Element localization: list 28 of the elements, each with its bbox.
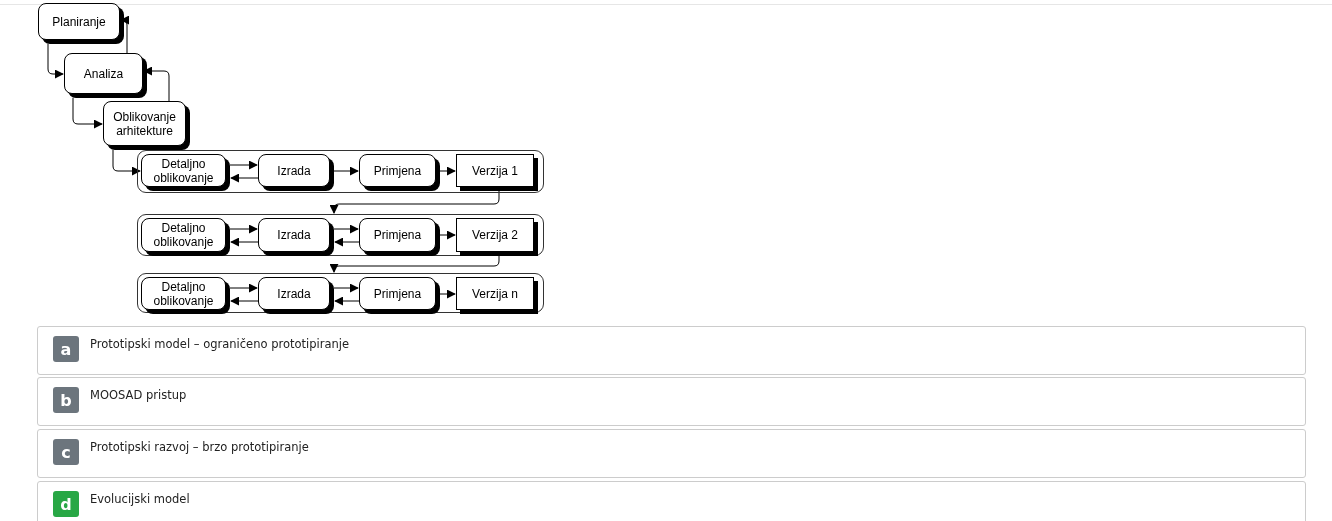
option-letter-badge: a	[53, 336, 79, 362]
arrow	[329, 255, 500, 273]
option-text: Prototipski model – ograničeno prototipiranje	[90, 337, 350, 351]
arrow	[333, 166, 359, 176]
arrow	[333, 224, 359, 234]
iteration-frame	[137, 214, 544, 256]
arrow	[230, 296, 259, 306]
option-letter-badge: c	[53, 439, 79, 465]
iteration-frame	[137, 273, 544, 313]
arrow	[229, 283, 258, 293]
arrow	[229, 160, 258, 170]
option-text: MOOSAD pristup	[90, 388, 187, 402]
arrow	[112, 149, 141, 176]
option-text: Evolucijski model	[90, 492, 190, 506]
arrow	[47, 43, 64, 79]
arrow	[439, 230, 456, 240]
arrow	[334, 296, 360, 306]
arrow	[439, 166, 456, 176]
arrow	[439, 289, 456, 299]
arrow	[229, 224, 258, 234]
arrow	[72, 97, 103, 129]
option-letter-badge: d	[53, 491, 79, 517]
option-text: Prototipski razvoj – brzo prototipiranje	[90, 440, 309, 454]
arrow	[334, 237, 360, 247]
option-letter-badge: b	[53, 387, 79, 413]
iteration-frame	[137, 150, 544, 193]
arrow	[333, 283, 359, 293]
arrow	[230, 237, 259, 247]
